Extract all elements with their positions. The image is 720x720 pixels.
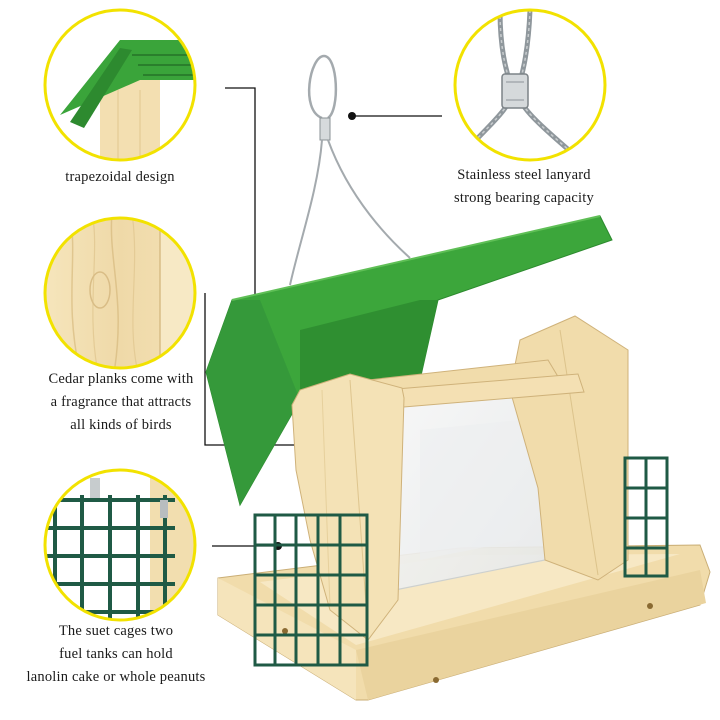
suet-cage-closeup-icon: [43, 468, 197, 622]
caption-roof: trapezoidal design: [20, 166, 220, 189]
caption-suet: The suet cages two fuel tanks can hold l…: [0, 620, 232, 689]
caption-cedar-line-2: a fragrance that attracts: [50, 394, 192, 410]
leader-dot-lanyard: [348, 112, 356, 120]
caption-lanyard: Stainless steel lanyard strong bearing c…: [404, 164, 644, 210]
roof-closeup-icon: [43, 8, 197, 162]
caption-lanyard-line-2: strong bearing capacity: [454, 190, 594, 206]
caption-suet-line-2: fuel tanks can hold: [59, 646, 173, 662]
caption-lanyard-line-1: Stainless steel lanyard: [457, 167, 591, 183]
caption-roof-line-1: trapezoidal design: [65, 169, 175, 185]
leader-line-roof: [225, 87, 256, 308]
caption-cedar-line-3: all kinds of birds: [70, 417, 172, 433]
steel-cable-closeup-icon: [453, 8, 607, 162]
caption-suet-line-3: lanolin cake or whole peanuts: [26, 669, 206, 685]
caption-suet-line-1: The suet cages two: [58, 623, 174, 639]
caption-cedar: Cedar planks come with a fragrance that …: [10, 368, 232, 437]
caption-cedar-line-1: Cedar planks come with: [48, 371, 194, 387]
bird-feeder-product-image: [205, 54, 711, 701]
cedar-wood-grain-closeup-icon: [43, 216, 197, 370]
